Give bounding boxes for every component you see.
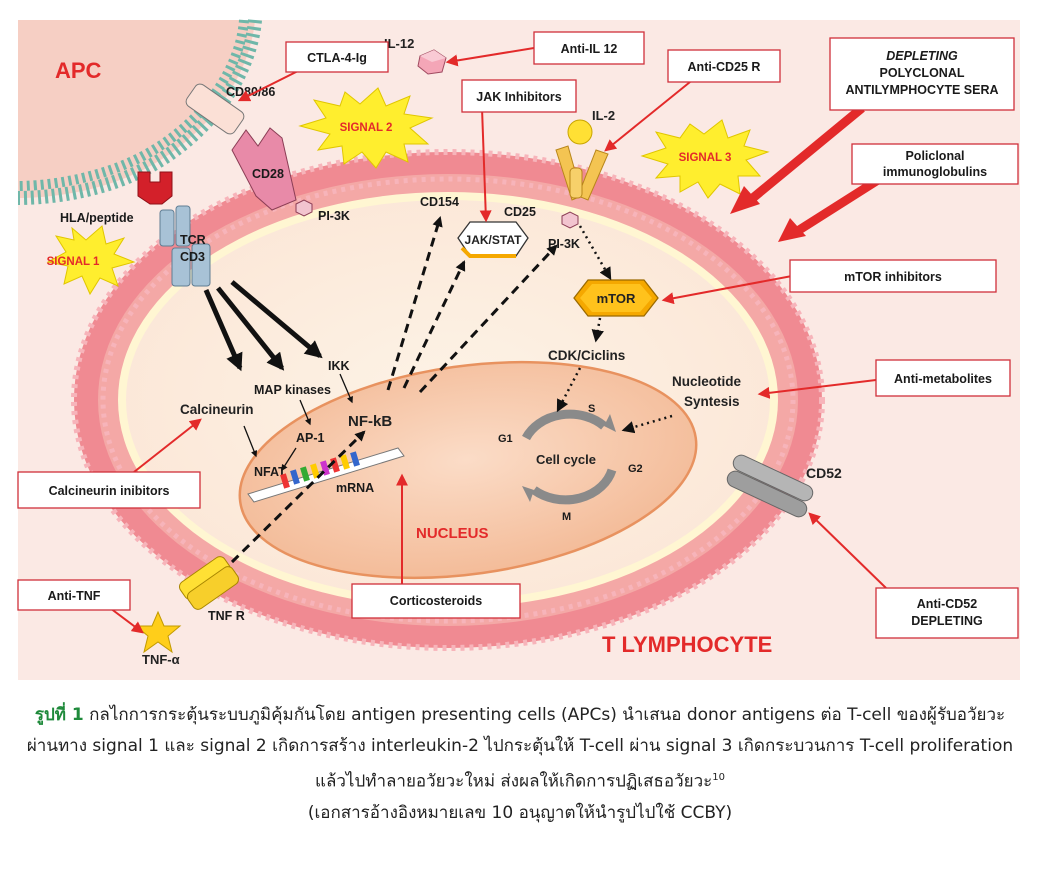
immune-activation-diagram: APC SIGNAL 1 SIGNAL 2 SIGNAL 3 HLA/pepti… (17, 19, 1020, 680)
svg-text:mTOR: mTOR (597, 291, 636, 306)
ap1-label: AP-1 (296, 431, 325, 445)
svg-text:PI-3K: PI-3K (318, 209, 350, 223)
svg-text:HLA/peptide: HLA/peptide (60, 211, 134, 225)
caption-label: รูปที่ 1 (34, 705, 84, 725)
anti-tnf-box: Anti-TNF (17, 579, 131, 611)
caption-reference: 10 (712, 772, 726, 783)
svg-text:mTOR inhibitors: mTOR inhibitors (844, 270, 942, 284)
apc-cell: APC (17, 19, 262, 205)
svg-text:JAK Inhibitors: JAK Inhibitors (476, 90, 561, 104)
calcineurin-label: Calcineurin (180, 402, 254, 417)
mrna-strand (247, 447, 405, 503)
jak-inhibitors-box: JAK Inhibitors (461, 79, 577, 113)
svg-text:CTLA-4-Ig: CTLA-4-Ig (307, 51, 367, 65)
svg-text:SIGNAL 1: SIGNAL 1 (47, 256, 100, 268)
svg-text:G1: G1 (498, 433, 513, 445)
mrna-label: mRNA (336, 481, 374, 495)
il-2-receptor: IL-2 CD25 PI-3K (504, 108, 615, 251)
svg-text:IL-2: IL-2 (592, 108, 615, 123)
caption-text: กลไกการกระตุ้นระบบภูมิคุ้มกันโดย antigen… (26, 705, 1014, 792)
ctla4-ig-box: CTLA-4-Ig (285, 41, 389, 73)
map-kinases-label: MAP kinases (254, 383, 331, 397)
svg-text:CD52: CD52 (806, 465, 842, 481)
svg-text:M: M (562, 511, 571, 523)
mtor-inhibitors-box: mTOR inhibitors (789, 259, 997, 293)
svg-text:Anti-CD52: Anti-CD52 (917, 597, 977, 611)
calcineurin-inhibitors-box: Calcineurin inibitors (17, 471, 201, 509)
svg-text:CD25: CD25 (504, 205, 536, 219)
svg-text:Anti-CD25 R: Anti-CD25 R (688, 60, 761, 74)
svg-text:Anti-IL 12: Anti-IL 12 (561, 42, 618, 56)
svg-text:CD3: CD3 (180, 250, 205, 264)
apc-label: APC (55, 58, 102, 83)
caption-license: (เอกสารอ้างอิงหมายเลข 10 อนุญาตให้นำรูปไ… (307, 802, 733, 823)
svg-text:G2: G2 (628, 463, 643, 475)
corticosteroids-box: Corticosteroids (351, 583, 521, 619)
hla-peptide: HLA/peptide (60, 171, 173, 225)
svg-text:S: S (588, 403, 595, 415)
svg-text:Policlonal: Policlonal (905, 149, 964, 163)
svg-text:JAK/STAT: JAK/STAT (465, 233, 523, 247)
il-12: IL-12 (384, 36, 447, 75)
dotted-arrows (556, 225, 673, 434)
svg-text:SIGNAL 3: SIGNAL 3 (679, 152, 732, 164)
svg-text:SIGNAL 2: SIGNAL 2 (340, 122, 393, 134)
depleting-arrows (730, 104, 881, 242)
nfkb-label: NF-kB (348, 413, 392, 430)
svg-text:DEPLETING: DEPLETING (911, 614, 983, 628)
anti-cd52-box: Anti-CD52 DEPLETING (875, 587, 1019, 639)
cd154-label: CD154 (420, 195, 459, 209)
t-lymphocyte-label: T LYMPHOCYTE (602, 632, 772, 657)
svg-text:ANTILYMPHOCYTE SERA: ANTILYMPHOCYTE SERA (845, 83, 998, 97)
ikk-label: IKK (328, 359, 350, 373)
anti-cd25-box: Anti-CD25 R (667, 49, 781, 83)
svg-text:DEPLETING: DEPLETING (886, 49, 958, 63)
nucleotide-label-1: Nucleotide (672, 374, 742, 389)
svg-text:Calcineurin inibitors: Calcineurin inibitors (49, 484, 170, 498)
drug-target-arrows (109, 47, 887, 634)
cell-cycle: Cell cycle S G1 G2 M (498, 403, 643, 523)
svg-text:TCR: TCR (180, 233, 206, 247)
svg-text:CD28: CD28 (252, 167, 284, 181)
svg-text:Cell cycle: Cell cycle (536, 452, 596, 467)
figure-caption: รูปที่ 1 กลไกการกระตุ้นระบบภูมิคุ้มกันโด… (20, 700, 1020, 829)
svg-text:TNF-α: TNF-α (142, 652, 180, 667)
svg-text:POLYCLONAL: POLYCLONAL (880, 66, 965, 80)
cd28: CD28 PI-3K (231, 127, 350, 223)
mtor: mTOR (573, 279, 659, 317)
svg-text:Anti-metabolites: Anti-metabolites (894, 372, 992, 386)
svg-text:Corticosteroids: Corticosteroids (390, 594, 482, 608)
signal-3-burst: SIGNAL 3 (640, 119, 770, 199)
signal-1-burst: SIGNAL 1 (46, 225, 136, 296)
anti-il12-box: Anti-IL 12 (533, 31, 645, 65)
tnf-receptor: TNF R (179, 556, 245, 623)
nfat-label: NFAT (254, 465, 286, 479)
nucleus-label: NUCLEUS (416, 525, 489, 542)
signal-2-burst: SIGNAL 2 (298, 87, 434, 169)
tcr-cd3-complex: TCR CD3 (159, 205, 211, 287)
cdk-label: CDK/Ciclins (548, 348, 625, 363)
svg-text:TNF R: TNF R (208, 609, 245, 623)
dashed-arrows (230, 215, 558, 564)
jak-stat: JAK/STAT (457, 221, 529, 258)
policlonal-box: Policlonal immunoglobulins (851, 143, 1019, 185)
anti-metabolites-box: Anti-metabolites (875, 359, 1011, 397)
svg-text:IL-12: IL-12 (384, 36, 414, 51)
cd52: CD52 (726, 454, 842, 518)
depleting-sera-box: DEPLETING POLYCLONAL ANTILYMPHOCYTE SERA (829, 37, 1015, 111)
nucleotide-label-2: Syntesis (684, 394, 740, 409)
svg-text:Anti-TNF: Anti-TNF (48, 589, 101, 603)
svg-text:immunoglobulins: immunoglobulins (883, 165, 987, 179)
tcr-signalling-arrows (203, 280, 323, 372)
thin-black-arrows (243, 373, 353, 472)
